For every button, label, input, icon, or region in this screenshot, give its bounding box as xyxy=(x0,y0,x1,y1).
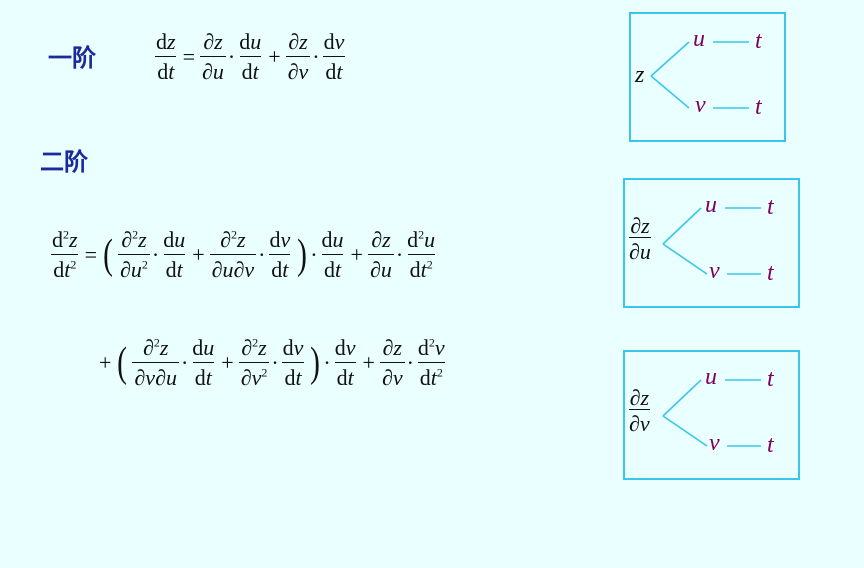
tree-root-dz-du: ∂z ∂u xyxy=(629,213,651,265)
tree-leaf-t-bottom: t xyxy=(767,432,774,458)
tree-branch-lines xyxy=(662,379,761,447)
tree-node-v: v xyxy=(695,92,706,118)
tree-node-v: v xyxy=(709,258,720,284)
tree-leaf-t-bottom: t xyxy=(767,260,774,286)
second-order-label: 二阶 xyxy=(40,148,88,176)
tree-node-u: u xyxy=(693,26,705,52)
tree-node-v: v xyxy=(709,430,720,456)
tree-leaf-t-top: t xyxy=(767,366,774,392)
tree-branch-lines xyxy=(662,207,761,275)
tree-leaf-t-top: t xyxy=(767,194,774,220)
tree-branch-lines xyxy=(650,41,749,109)
tree-node-u: u xyxy=(705,192,717,218)
first-order-label: 一阶 xyxy=(48,44,96,72)
tree-node-u: u xyxy=(705,364,717,390)
tree-leaf-t-bottom: t xyxy=(755,94,762,120)
tree-leaf-t-top: t xyxy=(755,28,762,54)
tree-root-dz-dv: ∂z ∂v xyxy=(629,385,650,437)
tree-root-z: z xyxy=(635,62,645,88)
dependency-tree-dz-du: ∂z ∂u u v t t xyxy=(623,178,800,308)
dependency-tree-dz-dv: ∂z ∂v u v t t xyxy=(623,350,800,480)
dependency-tree-z: z u v t t xyxy=(629,12,786,142)
